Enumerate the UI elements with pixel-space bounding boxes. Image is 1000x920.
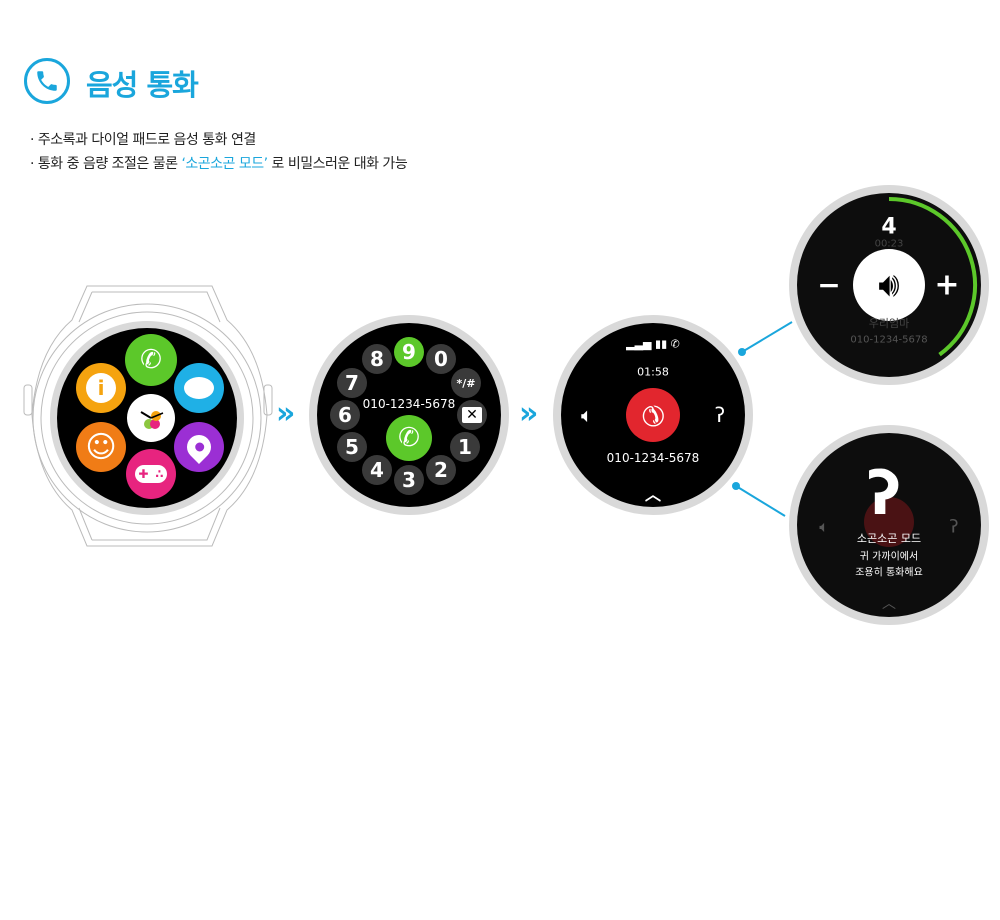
dial-key-0[interactable]: 0 xyxy=(426,344,456,374)
volume-level: 4 xyxy=(881,214,897,240)
highlight-text: ‘소곤소곤 모드’ xyxy=(181,156,268,172)
status-icons: ▂▃▅ ▮▮ ✆ xyxy=(626,338,680,351)
volume-up-button[interactable]: + xyxy=(934,267,960,303)
phone-app-icon[interactable]: ✆ xyxy=(125,334,177,386)
end-call-button-dimmed xyxy=(864,497,914,547)
dial-key-2[interactable]: 2 xyxy=(426,455,456,485)
dial-key-1[interactable]: 1 xyxy=(450,432,480,462)
contact-name: 우리엄마 xyxy=(868,317,910,330)
whisper-title: 소곤소곤 모드 xyxy=(856,532,922,545)
clock-widget[interactable] xyxy=(127,394,175,442)
dial-key-3[interactable]: 3 xyxy=(394,465,424,495)
volume-level-arc xyxy=(888,197,977,357)
whisper-line-1: 귀 가까이에서 xyxy=(859,551,919,563)
flow-arrow-icon: » xyxy=(276,396,296,431)
connector-lines xyxy=(732,321,793,517)
caller-number: 010-1234-5678 xyxy=(606,451,700,465)
dial-key-4[interactable]: 4 xyxy=(362,455,392,485)
chevron-up-icon[interactable]: ︿ xyxy=(882,596,896,612)
caller-number: 010-1234-5678 xyxy=(850,334,928,346)
dial-key-star-hash[interactable]: */# xyxy=(451,368,481,398)
end-call-button[interactable]: ✆ xyxy=(626,388,680,442)
smile-app-icon[interactable]: ☺ xyxy=(76,422,126,472)
backspace-icon: ✕ xyxy=(462,407,482,423)
chevron-up-icon[interactable]: ︿ xyxy=(644,485,662,504)
whisper-line-2: 조용히 통화해요 xyxy=(855,567,923,579)
game-app-icon[interactable]: ✚∴ xyxy=(126,449,176,499)
speaker-icon: 🔈︎ xyxy=(581,403,593,427)
dial-key-6[interactable]: 6 xyxy=(330,400,360,430)
backspace-button[interactable]: ✕ xyxy=(457,400,487,430)
battery-charging-icon: ▮▮ xyxy=(655,337,668,351)
info-app-icon[interactable]: i xyxy=(76,363,126,413)
volume-down-button[interactable]: − xyxy=(817,268,841,302)
bullet-text: · 통화 중 음량 조절은 물론 xyxy=(30,156,182,172)
call-duration: 00:23 xyxy=(874,238,904,250)
chat-app-icon[interactable] xyxy=(174,363,224,413)
call-button[interactable]: ✆ xyxy=(386,415,432,461)
clock-face-icon xyxy=(140,411,164,429)
feature-list: · 주소록과 다이얼 패드로 음성 통화 연결 · 통화 중 음량 조절은 물론… xyxy=(30,128,408,176)
phone-icon xyxy=(24,58,70,104)
ear-icon: ʔ xyxy=(714,403,726,427)
watch-body-outline xyxy=(23,285,273,547)
speaker-button[interactable]: 🔈︎ xyxy=(581,403,593,427)
volume-button[interactable]: 🔊︎ xyxy=(853,249,925,321)
hang-up-icon: ✆ xyxy=(633,395,673,435)
whisper-mode-button[interactable]: ʔ xyxy=(715,403,725,427)
page-title: 음성 통화 xyxy=(86,68,199,102)
ear-icon: ʔ xyxy=(949,516,959,538)
phone-icon: ✆ xyxy=(398,423,420,453)
location-app-icon[interactable] xyxy=(174,422,224,472)
flow-arrow-icon: » xyxy=(519,396,539,431)
bullet-1: · 주소록과 다이얼 패드로 음성 통화 연결 xyxy=(30,132,256,148)
bullet-2: · 통화 중 음량 조절은 물론 ‘소곤소곤 모드’ 로 비밀스러운 대화 가능 xyxy=(30,152,408,176)
dial-key-7[interactable]: 7 xyxy=(337,368,367,398)
bullet-text: 로 비밀스러운 대화 가능 xyxy=(267,156,408,172)
dial-key-5[interactable]: 5 xyxy=(337,432,367,462)
phone-status-icon: ✆ xyxy=(670,337,680,351)
call-duration: 01:58 xyxy=(637,365,669,379)
dialed-number: 010-1234-5678 xyxy=(362,397,456,411)
signal-icon: ▂▃▅ xyxy=(626,337,652,351)
dial-key-9[interactable]: 9 xyxy=(394,337,424,367)
speaker-icon: 🔊︎ xyxy=(878,265,900,305)
ear-large-icon: ʔ xyxy=(866,459,902,529)
speaker-icon: 🔈︎ xyxy=(819,517,829,536)
dial-key-8[interactable]: 8 xyxy=(362,344,392,374)
